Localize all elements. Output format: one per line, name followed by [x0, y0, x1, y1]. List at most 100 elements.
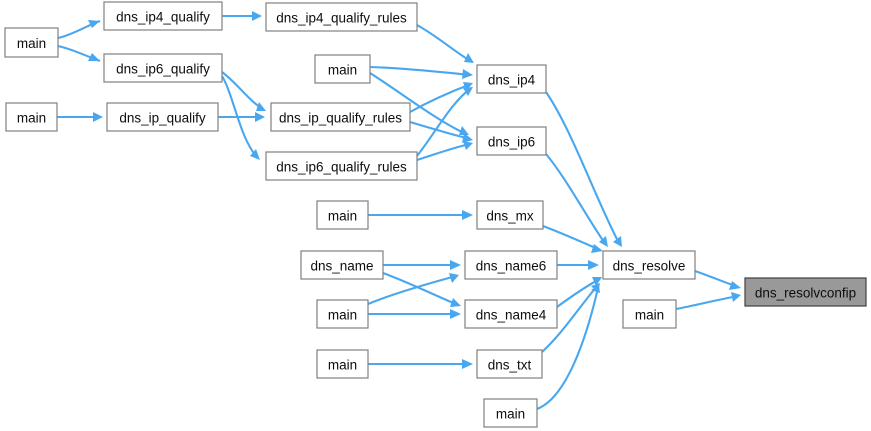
graph-node-ip4qr[interactable]: dns_ip4_qualify_rules: [265, 2, 418, 32]
node-box[interactable]: [314, 54, 371, 84]
arrowhead-icon: [450, 298, 461, 307]
node-box[interactable]: [602, 250, 696, 280]
edge-name4-to-resolve: [556, 277, 602, 308]
graph-node-main_a[interactable]: main: [4, 27, 59, 58]
edge-dname-to-name6: [383, 260, 461, 270]
graph-node-main_b[interactable]: main: [5, 102, 58, 132]
node-box[interactable]: [622, 299, 677, 329]
node-box[interactable]: [103, 1, 223, 31]
node-box[interactable]: [106, 102, 219, 132]
graph-node-ip4[interactable]: dns_ip4: [476, 64, 547, 94]
edge-name6-to-resolve: [557, 260, 599, 270]
node-box[interactable]: [103, 53, 223, 83]
graph-node-main_c[interactable]: main: [314, 54, 371, 84]
edge-main_a-to-ip4q: [57, 20, 101, 40]
edges-layer: [57, 11, 741, 410]
graph-node-mx[interactable]: dns_mx: [476, 200, 544, 230]
node-box[interactable]: [270, 102, 411, 132]
graph-node-ipq[interactable]: dns_ip_qualify: [106, 102, 219, 132]
node-box[interactable]: [476, 200, 544, 230]
arrowhead-icon: [592, 277, 602, 286]
edge-main_a-to-ip6q: [57, 44, 101, 62]
edge-main_d-to-mx: [368, 210, 473, 220]
arrowhead-icon: [613, 236, 622, 247]
edge-line: [416, 87, 472, 157]
edge-ip4-to-resolve: [545, 91, 622, 247]
node-box[interactable]: [464, 299, 558, 329]
graph-node-rcip[interactable]: dns_resolvconfip: [744, 277, 867, 307]
arrowhead-icon: [462, 359, 473, 369]
graph-node-ip6qr[interactable]: dns_ip6_qualify_rules: [265, 151, 418, 181]
edge-main_c-to-ip6: [369, 72, 469, 135]
node-box[interactable]: [476, 64, 547, 94]
node-box[interactable]: [316, 349, 369, 379]
arrowhead-icon: [449, 273, 459, 283]
arrowhead-icon: [450, 260, 461, 270]
graph-node-ip6q[interactable]: dns_ip6_qualify: [103, 53, 223, 83]
arrowhead-icon: [250, 149, 260, 160]
graph-node-main_e[interactable]: main: [316, 299, 369, 329]
edge-main_f-to-txt: [368, 359, 473, 369]
arrowhead-icon: [599, 236, 608, 247]
arrowhead-icon: [591, 244, 603, 253]
edge-main_h-to-rcip: [675, 292, 741, 311]
node-box[interactable]: [744, 277, 867, 307]
node-box[interactable]: [300, 250, 384, 280]
arrowhead-icon: [462, 210, 473, 220]
edge-ipqr-to-ip6: [409, 120, 473, 143]
edge-ip6q-to-ipqr: [221, 71, 266, 111]
edge-ip6-to-resolve: [545, 153, 608, 247]
graph-node-ip4q[interactable]: dns_ip4_qualify: [103, 1, 223, 31]
graph-node-resolve[interactable]: dns_resolve: [602, 250, 696, 280]
node-box[interactable]: [265, 151, 418, 181]
graph-node-main_d[interactable]: main: [316, 200, 369, 230]
edge-main_b-to-ipq: [57, 112, 103, 122]
node-box[interactable]: [483, 398, 538, 428]
arrowhead-icon: [450, 309, 461, 319]
edge-main_e-to-name6: [367, 273, 459, 305]
edge-line: [542, 225, 601, 251]
arrowhead-icon: [88, 53, 100, 61]
edge-line: [536, 287, 600, 410]
graph-node-main_g[interactable]: main: [483, 398, 538, 428]
edge-ip6qr-to-ip4: [416, 87, 473, 157]
edge-line: [675, 294, 739, 311]
arrowhead-icon: [464, 53, 474, 63]
arrowhead-icon: [463, 141, 473, 150]
edge-line: [545, 91, 621, 246]
node-box[interactable]: [5, 102, 58, 132]
edge-line: [369, 72, 467, 135]
edge-main_e-to-name4: [368, 309, 461, 319]
graph-node-ip6[interactable]: dns_ip6: [476, 126, 547, 156]
node-box[interactable]: [316, 200, 369, 230]
graph-node-txt[interactable]: dns_txt: [476, 349, 543, 379]
graph-node-main_h[interactable]: main: [622, 299, 677, 329]
edge-line: [382, 272, 459, 306]
edge-line: [416, 24, 473, 63]
node-box[interactable]: [476, 349, 543, 379]
graph-node-ipqr[interactable]: dns_ip_qualify_rules: [270, 102, 411, 132]
graph-node-name4[interactable]: dns_name4: [464, 299, 558, 329]
node-box[interactable]: [4, 27, 59, 58]
edge-line: [367, 274, 457, 305]
graph-node-name6[interactable]: dns_name6: [464, 250, 558, 280]
node-box[interactable]: [464, 250, 558, 280]
arrowhead-icon: [462, 69, 473, 79]
arrowhead-icon: [588, 260, 599, 270]
arrowhead-icon: [252, 11, 262, 21]
graph-node-main_f[interactable]: main: [316, 349, 369, 379]
edge-ip6qr-to-ip6: [416, 141, 473, 162]
node-box[interactable]: [476, 126, 547, 156]
arrowhead-icon: [255, 112, 265, 122]
arrowhead-icon: [591, 285, 600, 293]
node-box[interactable]: [316, 299, 369, 329]
edge-main_g-to-resolve: [536, 285, 600, 410]
arrowhead-icon: [463, 87, 473, 96]
edge-resolve-to-rcip: [694, 270, 741, 290]
node-box[interactable]: [265, 2, 418, 32]
edge-dname-to-name4: [382, 272, 461, 307]
edge-mx-to-resolve: [542, 225, 603, 253]
arrowhead-icon: [459, 126, 469, 135]
graph-node-dname[interactable]: dns_name: [300, 250, 384, 280]
